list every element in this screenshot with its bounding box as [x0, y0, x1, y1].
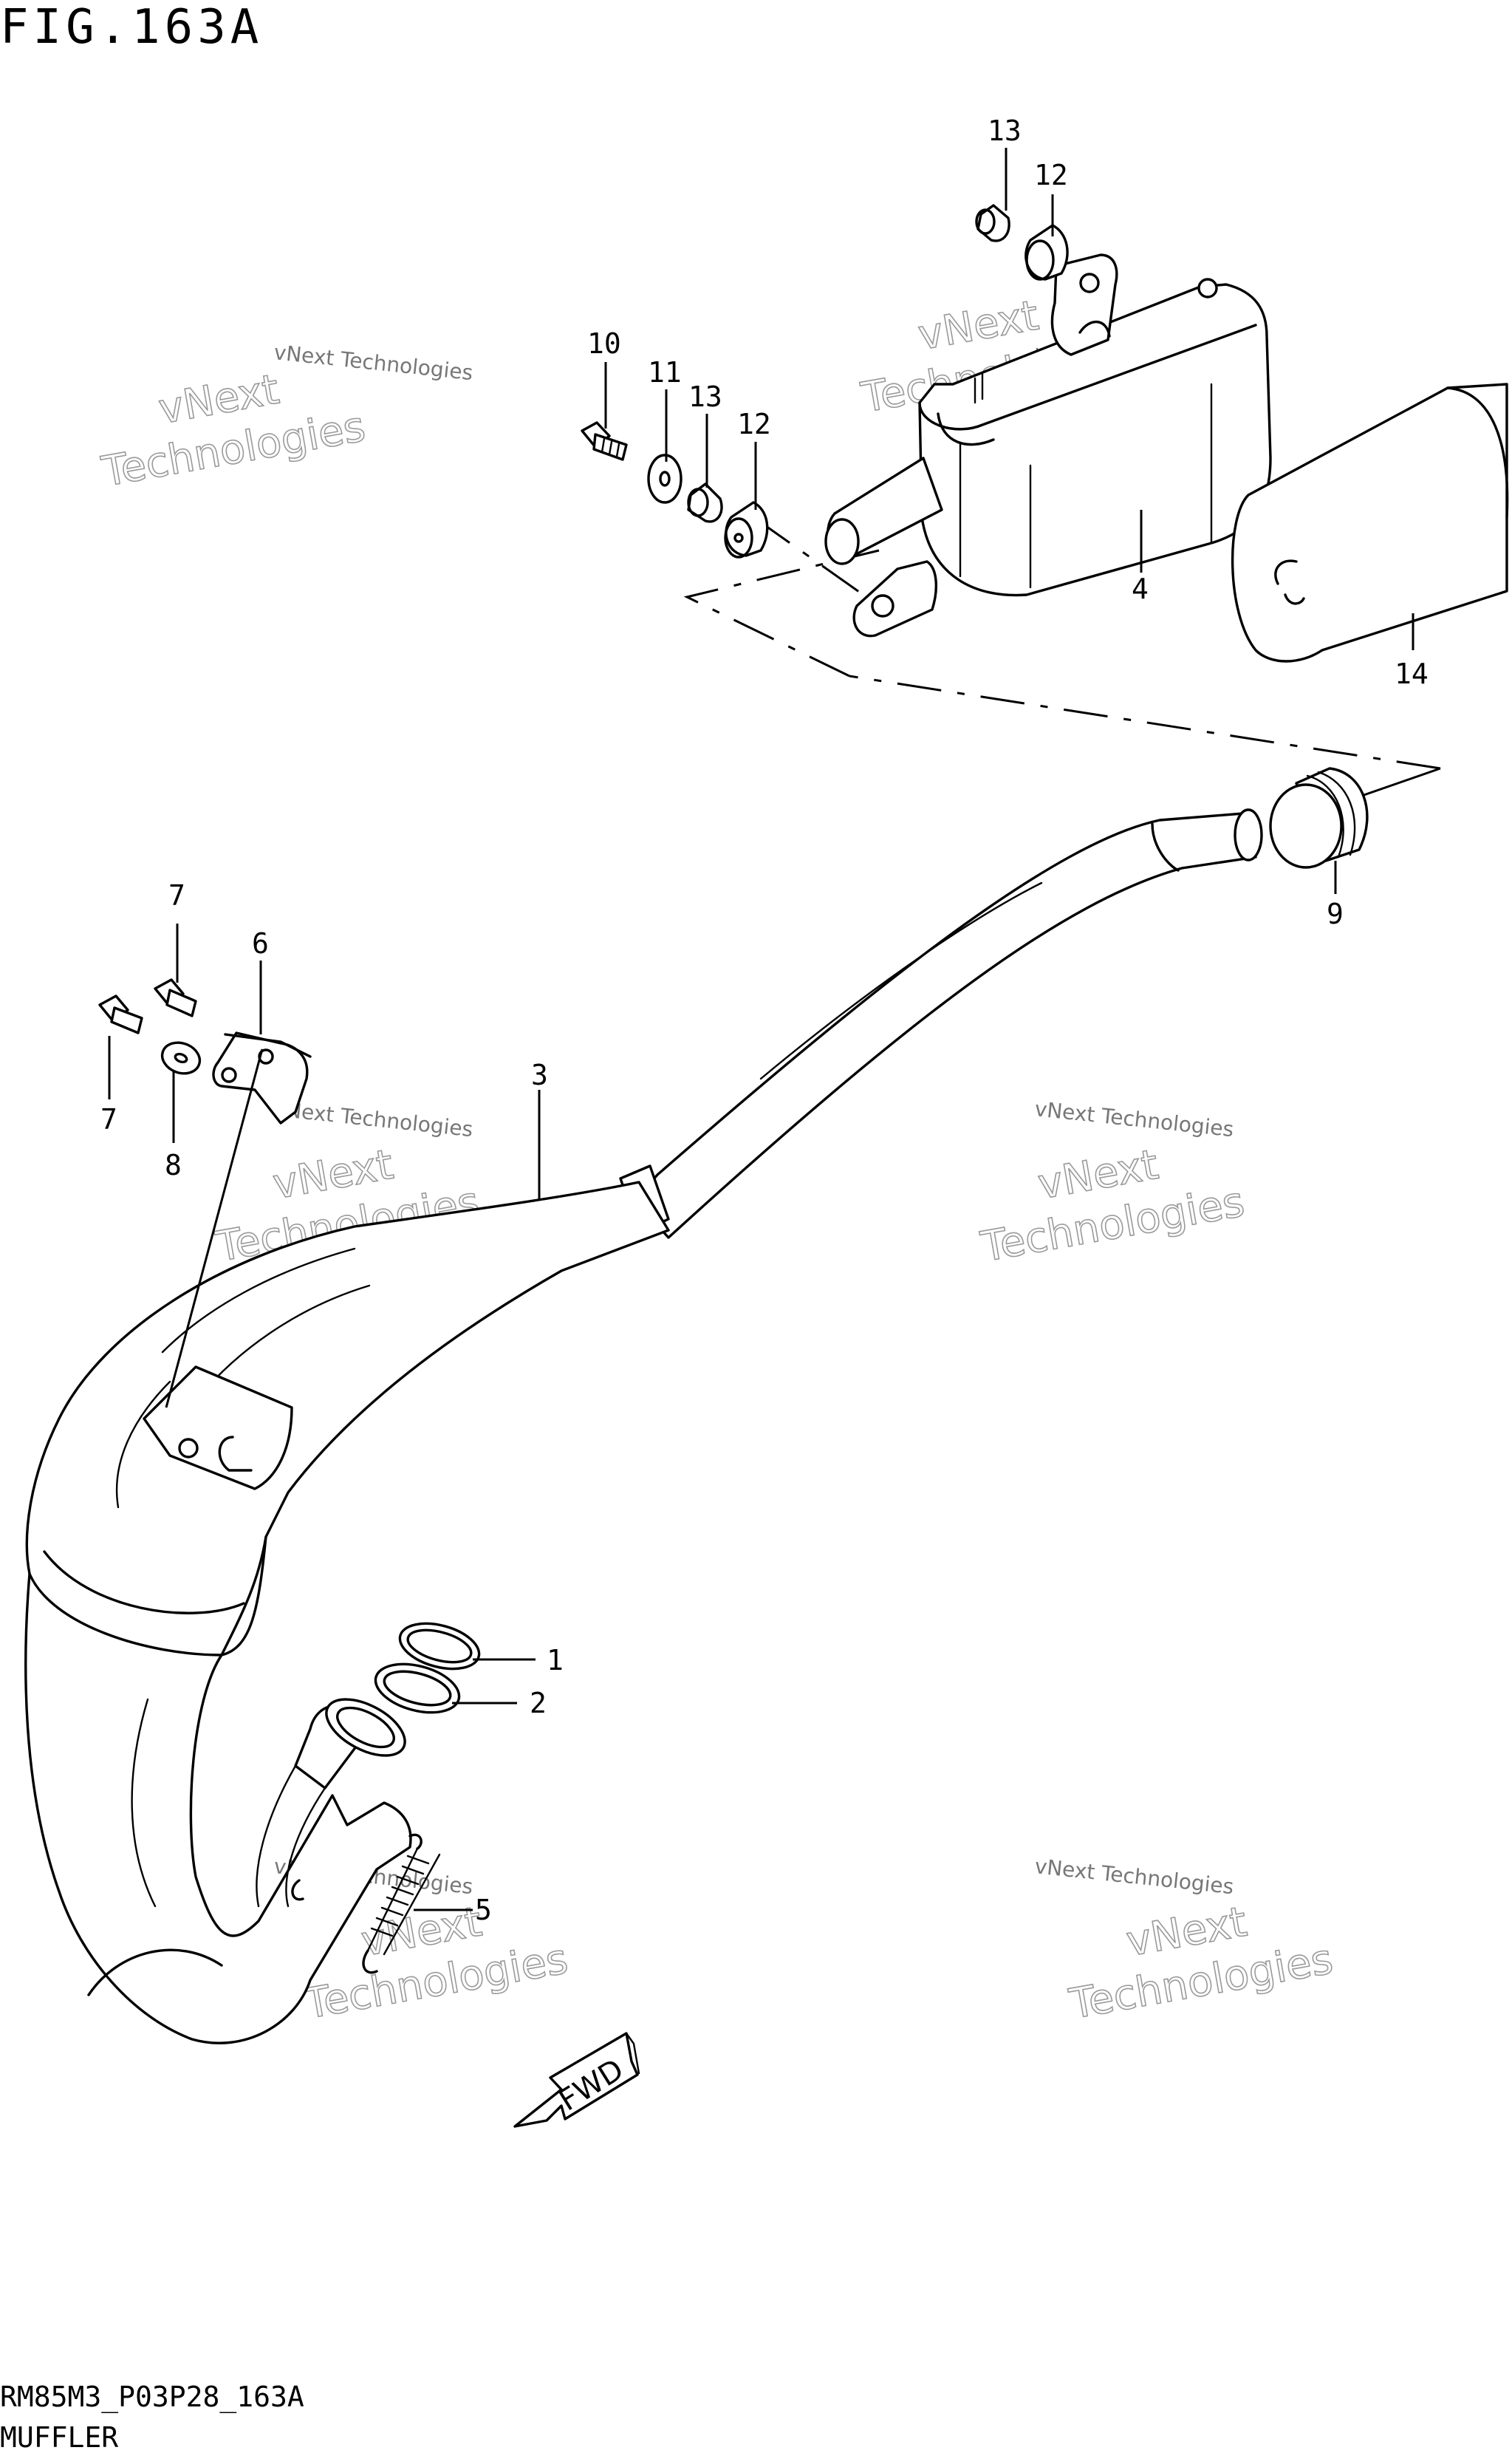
callout-numbers: 13 12 10 11 13 12 4 14 9 3 6 7 7 8 1 2 5	[100, 115, 1429, 1926]
watermark-small-1: vNext Technologies	[273, 340, 474, 385]
figure-name: MUFFLER	[0, 2421, 118, 2453]
bracket-part-6	[212, 1031, 312, 1125]
callout-14: 14	[1395, 658, 1429, 690]
collar-part-13b	[975, 204, 1010, 242]
callout-12: 12	[737, 408, 771, 440]
callout-13: 13	[688, 381, 722, 413]
gasket-part-2	[374, 1662, 461, 1714]
end-cap-part-14	[1231, 383, 1509, 663]
figure-code: RM85M3_P03P28_163A	[0, 2381, 304, 2414]
watermark-small-6: vNext Technologies	[1033, 1854, 1235, 1899]
callout-2: 2	[530, 1687, 547, 1719]
watermark-small-3: vNext Technologies	[273, 1096, 474, 1142]
callout-4: 4	[1132, 573, 1149, 605]
callout-8: 8	[165, 1149, 182, 1181]
watermark-1: vNext Technologies	[98, 365, 369, 497]
callout-6: 6	[252, 927, 269, 960]
bolt-part-10	[581, 421, 628, 461]
leader-lines	[108, 148, 1414, 1911]
callout-10: 10	[587, 327, 621, 360]
callout-1: 1	[547, 1644, 564, 1676]
guide-damper-stack	[753, 516, 880, 607]
callout-7-lower: 7	[100, 1103, 117, 1136]
silencer-muffler-part-4	[824, 253, 1272, 638]
washer-part-11	[647, 454, 683, 504]
figure-title: FIG.163A	[0, 0, 263, 55]
exhaust-pipe-part-3	[24, 808, 1263, 2044]
callout-3: 3	[531, 1059, 548, 1091]
pipe-seal-part-9	[1269, 767, 1369, 869]
washer-part-8	[160, 1041, 202, 1075]
watermark-4: vNext Technologies	[976, 1140, 1248, 1272]
assembly-guide-line	[683, 549, 1441, 770]
callout-9: 9	[1327, 898, 1344, 930]
guide-silencer-end	[1355, 767, 1441, 799]
grommet-part-12a	[724, 501, 769, 559]
bolt-part-7b	[98, 994, 143, 1034]
callout-13-top: 13	[988, 115, 1022, 147]
callout-11: 11	[648, 356, 682, 389]
callout-7-upper: 7	[168, 879, 185, 912]
collar-part-13a	[687, 482, 723, 523]
watermark-small-4: vNext Technologies	[1033, 1096, 1235, 1142]
spring-part-5	[362, 1833, 441, 1974]
callout-12-top: 12	[1034, 159, 1068, 191]
watermark-6: vNext Technologies	[1065, 1897, 1337, 2030]
fwd-direction-arrow: FWD	[513, 2032, 640, 2128]
bolt-part-7a	[154, 978, 197, 1017]
grommet-part-12b	[1024, 224, 1069, 281]
callout-5: 5	[475, 1894, 492, 1926]
gasket-part-1	[398, 1622, 481, 1671]
